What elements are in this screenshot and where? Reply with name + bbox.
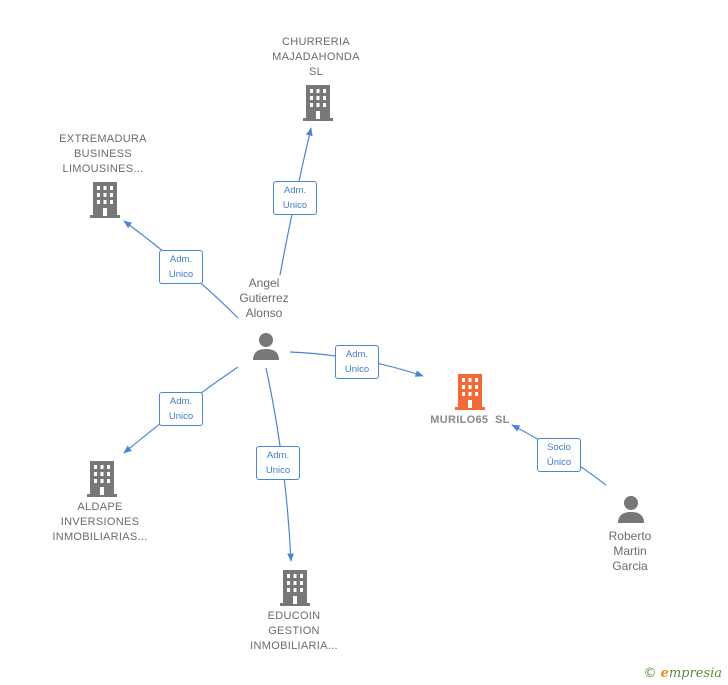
edge-label-angel-churreria[interactable]: Adm. Unico bbox=[273, 181, 317, 215]
building-icon[interactable] bbox=[90, 182, 120, 218]
node-label-educoin: EDUCOIN GESTION INMOBILIARIA... bbox=[250, 610, 338, 652]
edge-label-angel-murilo[interactable]: Adm. Unico bbox=[335, 345, 379, 379]
brand-name: mpresia bbox=[668, 666, 722, 681]
building-icon[interactable] bbox=[87, 461, 117, 497]
node-label-murilo: MURILO65 SL bbox=[430, 414, 510, 426]
node-label-angel: Angel Gutierrez Alonso bbox=[239, 276, 289, 320]
edge-label-angel-aldape[interactable]: Adm. Unico bbox=[159, 392, 203, 426]
node-label-aldape: ALDAPE INVERSIONES INMOBILIARIAS... bbox=[52, 501, 148, 543]
person-icon[interactable] bbox=[251, 331, 281, 361]
brand-initial: e bbox=[660, 666, 669, 681]
node-label-extremadura: EXTREMADURA BUSINESS LIMOUSINES... bbox=[59, 133, 147, 175]
empresia-watermark: © empresia bbox=[643, 666, 722, 681]
edge-label-roberto-murilo[interactable]: Socio Único bbox=[537, 438, 581, 472]
copyright-symbol: © bbox=[643, 666, 657, 681]
building-icon[interactable] bbox=[280, 570, 310, 606]
building-icon[interactable] bbox=[303, 85, 333, 121]
node-label-churreria: CHURRERIA MAJADAHONDA SL bbox=[272, 36, 360, 78]
building-icon-highlight[interactable] bbox=[455, 374, 485, 410]
person-icon[interactable] bbox=[616, 494, 646, 524]
node-label-roberto: Roberto Martin Garcia bbox=[608, 529, 652, 573]
edge-label-angel-extremadura[interactable]: Adm. Unico bbox=[159, 250, 203, 284]
edge-label-angel-educoin[interactable]: Adm. Unico bbox=[256, 446, 300, 480]
